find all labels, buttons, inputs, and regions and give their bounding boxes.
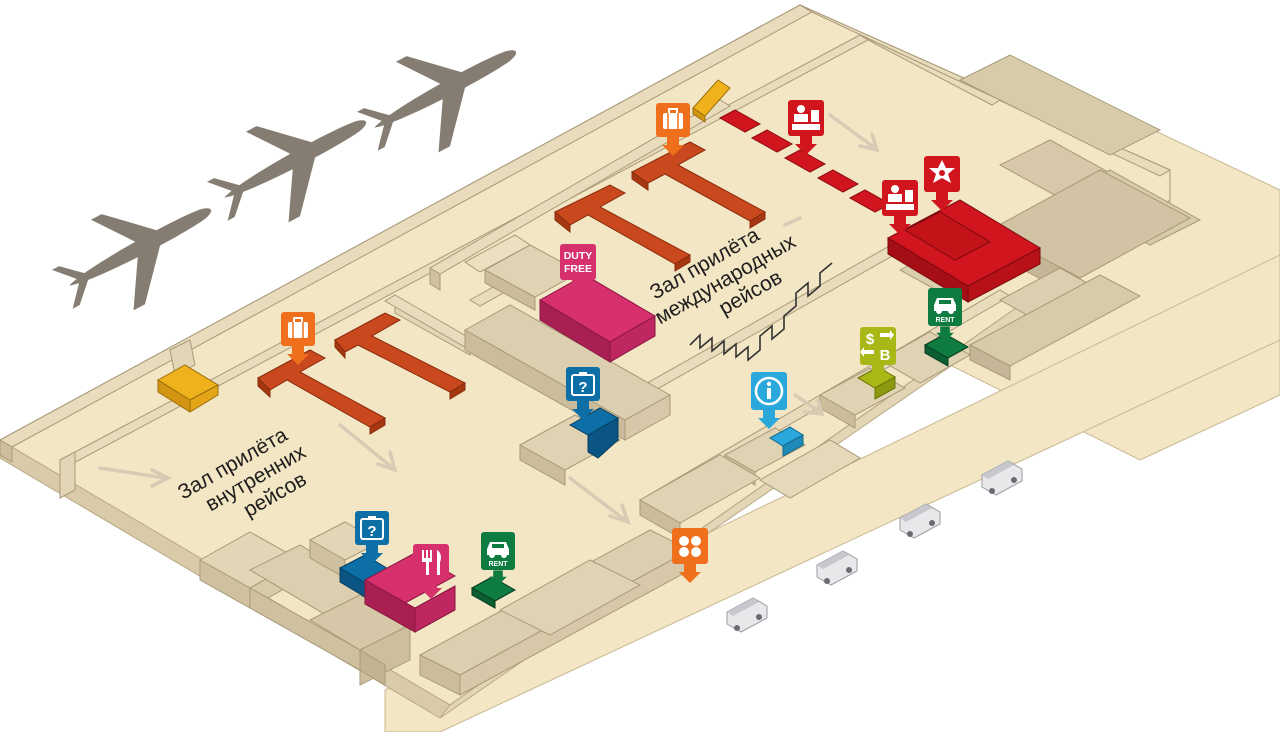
duty-free-area — [539, 274, 656, 363]
escalator-top — [692, 79, 731, 123]
passport-control-marker[interactable] — [882, 180, 918, 235]
car-rental-marker-international[interactable]: RENT — [928, 288, 962, 342]
suitcase-icon — [663, 108, 683, 129]
suitcase-icon — [288, 317, 308, 338]
information-marker[interactable] — [751, 372, 787, 429]
restaurant-marker[interactable] — [413, 544, 449, 599]
suitcase-question-icon: ? — [360, 516, 384, 540]
airplane-icon — [51, 208, 212, 311]
duty-free-label-line2: FREE — [564, 263, 592, 275]
lost-baggage-marker-international[interactable]: ? — [566, 367, 600, 420]
airplane-icon — [206, 120, 367, 223]
van-icon — [726, 597, 768, 633]
customs-marker[interactable] — [924, 156, 960, 211]
svg-text:?: ? — [367, 523, 376, 540]
van-icon — [816, 550, 858, 586]
car-rental-marker-domestic[interactable]: RENT — [481, 532, 515, 586]
svg-text:$: $ — [866, 331, 875, 348]
duty-free-marker[interactable]: DUTY FREE — [560, 244, 596, 299]
flower-icon — [679, 536, 701, 557]
baggage-claim-marker-international[interactable] — [656, 103, 690, 156]
shop-blocks — [198, 521, 692, 696]
passport-control-icon — [886, 185, 914, 210]
lost-baggage-area-international — [568, 407, 620, 459]
passport-control-marker[interactable] — [788, 100, 824, 155]
suitcase-question-icon: ? — [571, 372, 595, 396]
currency-exchange-icon: $ B — [860, 330, 894, 364]
passport-control-line — [718, 109, 892, 213]
fork-knife-icon — [422, 550, 441, 575]
passport-control-icon — [792, 105, 820, 130]
airplane-icon — [356, 50, 517, 153]
info-icon — [754, 376, 784, 406]
car-rental-area-domestic — [470, 576, 517, 609]
baggage-carousels — [257, 141, 767, 435]
svg-text:B: B — [880, 347, 891, 364]
info-area — [769, 426, 804, 457]
flowers-marker[interactable] — [672, 528, 708, 583]
stairs — [689, 262, 833, 362]
van-icon — [981, 460, 1023, 496]
van-icon — [899, 503, 941, 539]
car-icon — [487, 542, 509, 558]
customs-star-icon — [929, 160, 955, 183]
customs-area — [886, 199, 1042, 303]
baggage-claim-marker-domestic[interactable] — [281, 312, 315, 365]
flow-arrows — [98, 113, 880, 525]
svg-text:?: ? — [578, 379, 587, 396]
car-rental-area-international — [923, 333, 970, 367]
currency-exchange-marker[interactable]: $ B — [860, 327, 896, 384]
car-icon — [934, 298, 956, 314]
escalator-left — [157, 364, 220, 413]
duty-free-icon: DUTY FREE — [564, 250, 593, 275]
car-rental-label: RENT — [488, 561, 508, 568]
car-rental-label: RENT — [935, 317, 955, 324]
duty-free-label-line1: DUTY — [564, 250, 593, 262]
lost-baggage-marker-domestic[interactable]: ? — [355, 511, 389, 564]
